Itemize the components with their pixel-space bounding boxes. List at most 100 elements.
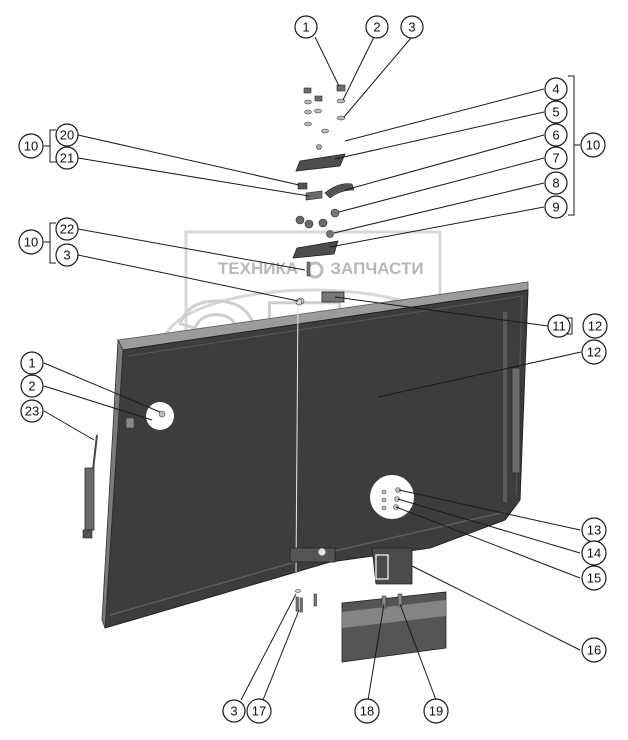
part-nut-right-a — [318, 218, 328, 228]
panel-bottom-rim-right — [329, 511, 506, 553]
svg-text:20: 20 — [60, 128, 74, 143]
svg-text:3: 3 — [230, 704, 237, 719]
callout-c3-top: 3 — [400, 15, 424, 39]
callout-c19: 19 — [423, 698, 449, 724]
left-detail-bracket — [125, 417, 135, 429]
svg-text:2: 2 — [373, 20, 380, 35]
part-nut-left-b — [304, 219, 314, 229]
part-nut-left-1 — [303, 87, 312, 94]
part-washer-top — [336, 98, 346, 104]
callout-c10-right: 10 — [580, 132, 606, 158]
callout-c2-left: 2 — [20, 374, 44, 398]
callout-labels: 1 2 3 4 5 6 7 8 9 10 10 20 21 10 22 3 11… — [18, 15, 608, 724]
callout-c5: 5 — [544, 100, 568, 124]
callout-c12-a: 12 — [582, 313, 608, 339]
callout-c3-bottom: 3 — [222, 699, 246, 723]
watermark-right-word: ЗАПЧАСТИ — [330, 259, 423, 278]
callout-c4: 4 — [544, 77, 568, 101]
callout-c23: 23 — [20, 399, 44, 423]
part-washer-left-1 — [304, 99, 312, 105]
callout-c1-top: 1 — [294, 15, 318, 39]
callout-c6: 6 — [544, 123, 568, 147]
part-screw-17c — [313, 593, 317, 607]
svg-text:10: 10 — [24, 139, 38, 154]
watermark-left-word: ТЕХНИКА — [218, 259, 298, 278]
part-cover-clip-18 — [381, 595, 387, 609]
part-nut-top — [336, 84, 346, 92]
svg-text:2: 2 — [28, 379, 35, 394]
svg-text:15: 15 — [587, 571, 601, 586]
bottom-exploded-parts — [294, 589, 447, 663]
callout-c18: 18 — [354, 698, 380, 724]
callout-c15: 15 — [581, 565, 607, 591]
part-plate-top — [295, 153, 346, 172]
grouping-brackets — [44, 75, 580, 335]
left-gas-strut — [82, 434, 98, 539]
bottom-latch-block — [289, 547, 336, 563]
left-group-bracket-a — [49, 129, 56, 163]
part-washer-left-3 — [304, 121, 312, 127]
callout-c3-mid: 3 — [55, 243, 79, 267]
panel-assembly — [101, 281, 529, 629]
part-ball-8 — [326, 230, 334, 238]
callout-c10-left-a: 10 — [18, 133, 44, 159]
top-hinge-bracket — [321, 291, 345, 303]
part-washer-mid-2 — [321, 128, 329, 134]
callout-c21: 21 — [55, 146, 79, 170]
callout-c9: 9 — [544, 195, 568, 219]
svg-text:14: 14 — [587, 546, 601, 561]
part-washer-mid — [314, 108, 322, 114]
callout-c22: 22 — [55, 217, 79, 241]
svg-text:17: 17 — [252, 704, 266, 719]
svg-text:7: 7 — [552, 151, 559, 166]
svg-text:9: 9 — [552, 200, 559, 215]
right-11-12-bracket — [566, 317, 573, 335]
part-screw-22 — [306, 261, 311, 277]
svg-text:3: 3 — [408, 20, 415, 35]
svg-text:12: 12 — [587, 345, 601, 360]
svg-text:4: 4 — [552, 82, 559, 97]
bottom-latch-hole — [317, 547, 327, 557]
handle-bracket — [371, 547, 413, 585]
right-detail-bolt-4 — [381, 489, 387, 495]
top-exploded-parts — [292, 84, 355, 306]
left-group-bracket-b — [49, 222, 56, 264]
callout-c10-left-b: 10 — [18, 229, 44, 255]
part-screw-17b — [299, 597, 303, 613]
svg-text:6: 6 — [552, 128, 559, 143]
assembly-axis-line — [295, 299, 299, 573]
svg-text:12: 12 — [588, 319, 602, 334]
part-cover-clip-19 — [397, 593, 403, 607]
svg-text:5: 5 — [552, 105, 559, 120]
right-rail — [503, 312, 507, 502]
panel-left-edge — [101, 338, 124, 629]
callout-c12-b: 12 — [581, 339, 607, 365]
svg-text:10: 10 — [586, 138, 600, 153]
callout-c16: 16 — [581, 637, 607, 663]
leader-lines — [43, 36, 582, 701]
handle-loop — [375, 554, 389, 580]
callout-c13: 13 — [581, 517, 607, 543]
part-washer-3 — [295, 298, 303, 306]
part-pin — [316, 144, 322, 150]
svg-text:23: 23 — [25, 404, 39, 419]
callout-c20: 20 — [55, 123, 79, 147]
svg-text:10: 10 — [24, 235, 38, 250]
svg-text:18: 18 — [360, 704, 374, 719]
svg-text:1: 1 — [28, 356, 35, 371]
svg-text:3: 3 — [63, 248, 70, 263]
svg-text:16: 16 — [587, 643, 601, 658]
part-cover-plate-shine — [342, 600, 446, 628]
right-detail-bolt-5 — [381, 497, 387, 503]
part-nut-mid — [314, 95, 323, 102]
svg-text:19: 19 — [429, 704, 443, 719]
panel-bottom-rim — [109, 551, 331, 616]
part-clip-20 — [297, 182, 308, 190]
callout-c11: 11 — [547, 314, 571, 338]
left-detail-bolt — [158, 410, 166, 418]
right-detail-highlight — [370, 475, 414, 519]
right-gas-strut — [511, 367, 521, 474]
part-bracket-21 — [305, 190, 323, 201]
part-washer-left-2 — [304, 109, 312, 115]
